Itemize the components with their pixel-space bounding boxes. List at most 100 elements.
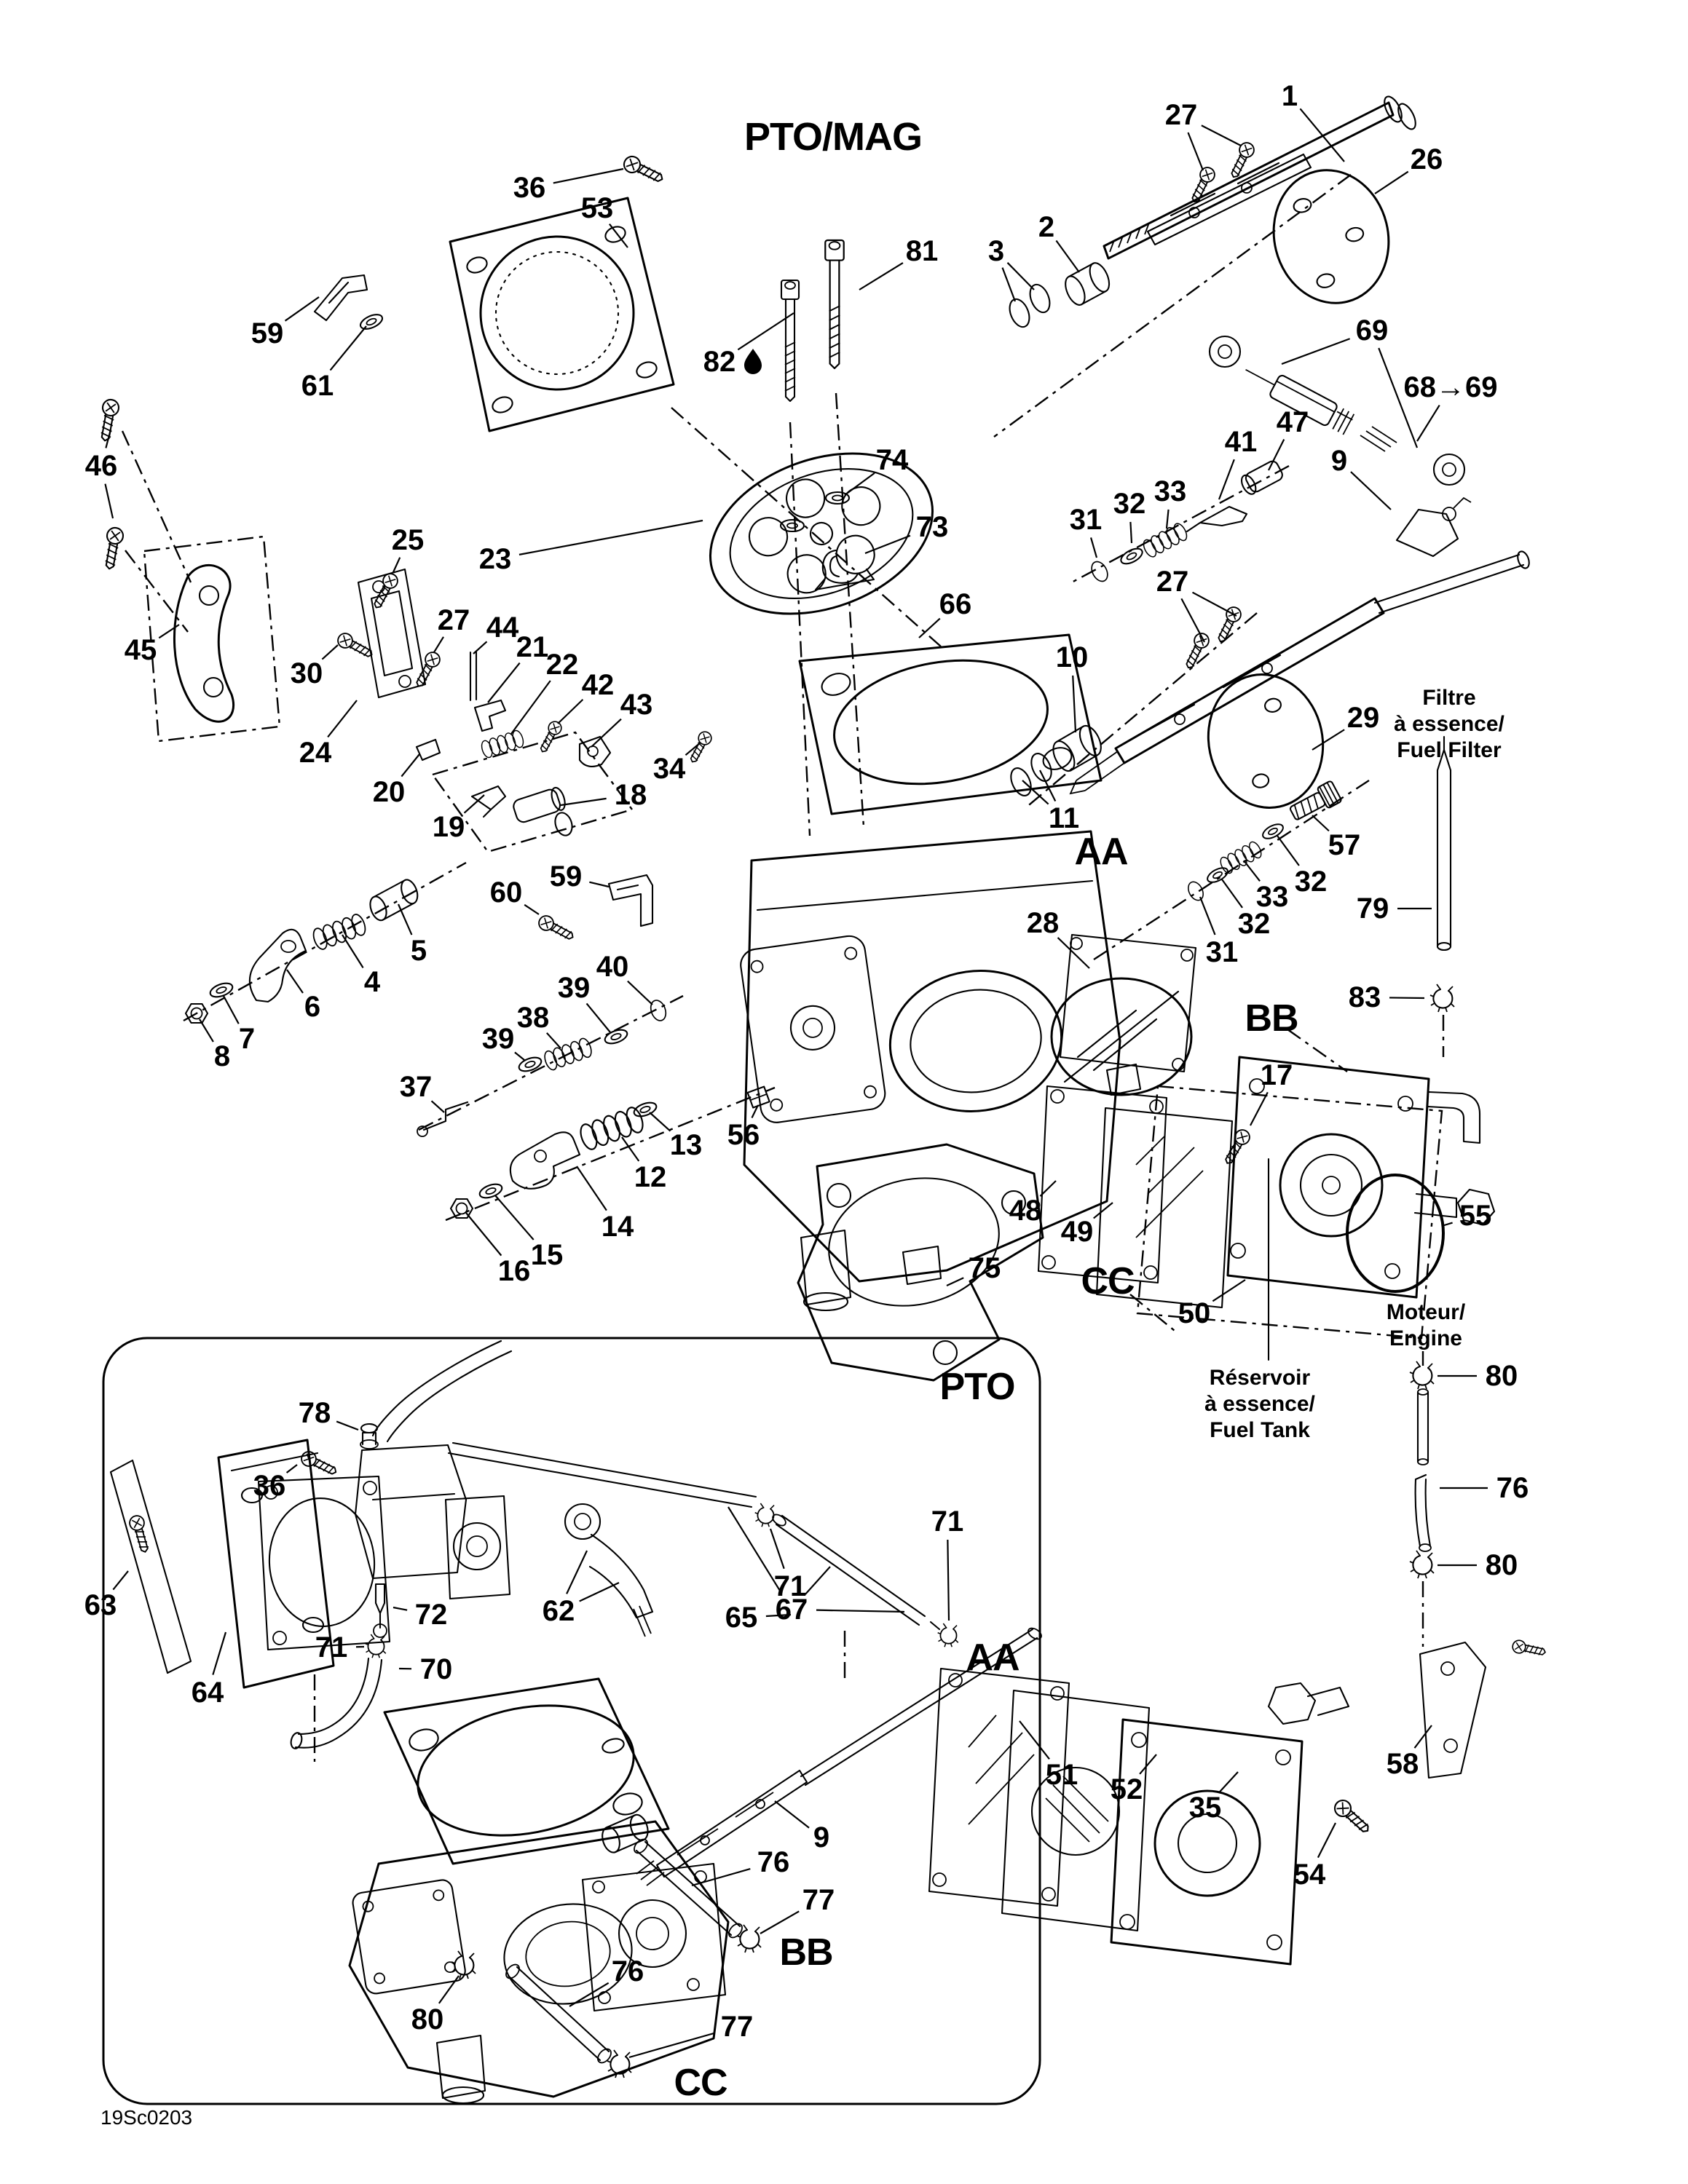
top-right-assembly-drawing: [993, 95, 1472, 585]
part-callout-65-83: 65: [725, 1602, 758, 1634]
part-callout-15-36: 15: [531, 1239, 564, 1271]
part-callout-39-28: 39: [482, 1023, 515, 1055]
part-callout-9-91: 9: [813, 1821, 829, 1853]
part-callout-9-56: 9: [1331, 445, 1347, 477]
part-callout-28-68: 28: [1027, 907, 1060, 939]
part-callout-67-82: 67: [776, 1594, 808, 1626]
part-callout-32-54: 32: [1113, 488, 1146, 520]
part-callout-18-19: 18: [615, 779, 647, 811]
part-callout-33-63: 33: [1256, 881, 1289, 913]
part-callout-80-99: 80: [1486, 1549, 1518, 1581]
part-callout-75-38: 75: [969, 1252, 1001, 1284]
part-callout-62-81: 62: [543, 1595, 575, 1627]
loctite-droplet-icon: [744, 349, 762, 374]
part-callout-76-98: 76: [1496, 1472, 1529, 1504]
part-callout-69-49: 69: [1356, 314, 1389, 347]
part-callout-23-7: 23: [479, 543, 512, 575]
part-callout-76-94: 76: [612, 1955, 644, 1987]
note-fuel-filter-line2: à essence/: [1394, 712, 1504, 736]
part-callout-66-43: 66: [939, 588, 972, 620]
part-callout-45-5: 45: [125, 634, 157, 666]
part-callout-33-53: 33: [1154, 475, 1187, 507]
part-callout-83-67: 83: [1349, 981, 1381, 1013]
part-callout-3-45: 3: [988, 235, 1004, 267]
part-callout-10-58: 10: [1056, 641, 1089, 673]
part-callout-1-47: 1: [1282, 80, 1298, 112]
part-callout-63-90: 63: [84, 1589, 117, 1621]
part-callout-11-60: 11: [1049, 802, 1079, 834]
note-fuel-tank-line1: Réservoir: [1210, 1366, 1311, 1390]
part-callout-79-66: 79: [1357, 893, 1389, 925]
part-callout-31-55: 31: [1070, 504, 1103, 536]
part-callout-38-29: 38: [517, 1002, 550, 1034]
part-callout-44-11: 44: [486, 612, 519, 644]
section-letter-cc-2: CC: [1081, 1260, 1135, 1302]
part-callout-39-30: 39: [558, 972, 591, 1004]
part-callout-24-9: 24: [299, 737, 332, 769]
part-callout-32-62: 32: [1295, 866, 1328, 898]
part-callout-30-8: 30: [291, 657, 323, 689]
part-callout-27-10: 27: [438, 604, 470, 636]
part-callout-61-3: 61: [301, 370, 334, 402]
fuel-pump-main-drawing: [1037, 933, 1496, 1340]
part-callout-77-93: 77: [802, 1884, 835, 1916]
part-callout-59-2: 59: [251, 317, 284, 349]
part-callout-8-26: 8: [214, 1040, 230, 1072]
part-callout-71-84: 71: [931, 1506, 964, 1538]
note-engine-line2: Engine: [1389, 1326, 1462, 1350]
part-callout-81-40: 81: [906, 235, 939, 267]
part-callout-22-13: 22: [546, 649, 579, 681]
part-callout-71-86: 71: [315, 1631, 348, 1663]
part-callout-7-25: 7: [239, 1023, 255, 1055]
part-callout-19-18: 19: [433, 811, 465, 843]
part-callout-5-22: 5: [411, 935, 427, 967]
part-callout-57-61: 57: [1328, 829, 1361, 861]
part-callout-54-77: 54: [1293, 1859, 1326, 1891]
part-callout-82-39: 82: [703, 346, 736, 378]
part-callout-64-89: 64: [192, 1677, 224, 1709]
part-callout-36-80: 36: [253, 1470, 286, 1502]
part-callout-56-34: 56: [727, 1119, 760, 1151]
bottom-right-pump-drawing: [928, 1638, 1547, 1966]
part-callout-49-71: 49: [1061, 1216, 1094, 1248]
part-callout-37-27: 37: [400, 1071, 433, 1103]
part-callout-68→69-50: 68→69: [1404, 371, 1498, 403]
part-callout-12-32: 12: [634, 1161, 667, 1193]
part-callout-53-1: 53: [581, 192, 614, 224]
part-callout-78-79: 78: [299, 1397, 331, 1429]
part-callout-60-21: 60: [490, 877, 523, 909]
part-callout-31-65: 31: [1206, 936, 1239, 968]
part-callout-35-76: 35: [1189, 1792, 1222, 1824]
section-letter-bb-4: BB: [779, 1931, 832, 1974]
part-callout-74-41: 74: [876, 444, 909, 476]
part-callout-59-20: 59: [550, 860, 583, 893]
part-callout-29-59: 29: [1347, 702, 1380, 734]
section-letter-aa-3: AA: [966, 1637, 1019, 1679]
page-title: PTO/MAG: [744, 115, 922, 159]
pto-inset-box: [102, 1337, 1041, 2105]
part-callout-40-31: 40: [596, 951, 629, 983]
carburetor-body-drawing: [740, 633, 1142, 1382]
part-callout-27-57: 27: [1156, 566, 1189, 598]
drawing-code: 19Sc0203: [100, 2106, 192, 2129]
part-callout-21-12: 21: [516, 631, 549, 663]
part-callout-13-33: 13: [670, 1129, 703, 1161]
long-bolts-drawing: [779, 239, 875, 836]
part-callout-6-24: 6: [304, 991, 320, 1023]
part-callout-51-74: 51: [1046, 1759, 1078, 1791]
pto-inset-drawing: [102, 1337, 1042, 2105]
section-letter-cc-5: CC: [674, 2062, 727, 2104]
part-callout-55-73: 55: [1459, 1200, 1492, 1232]
part-callout-25-6: 25: [392, 524, 425, 556]
part-callout-27-46: 27: [1165, 99, 1198, 131]
part-callout-80-95: 80: [411, 2003, 444, 2035]
part-callout-17-69: 17: [1261, 1059, 1293, 1091]
part-callout-42-14: 42: [582, 669, 615, 701]
part-callout-2-44: 2: [1038, 211, 1054, 243]
part-callout-76-92: 76: [757, 1846, 790, 1878]
part-callout-80-97: 80: [1486, 1360, 1518, 1392]
part-callout-47-51: 47: [1277, 406, 1309, 438]
top-left-assembly-drawing: [96, 153, 942, 1222]
